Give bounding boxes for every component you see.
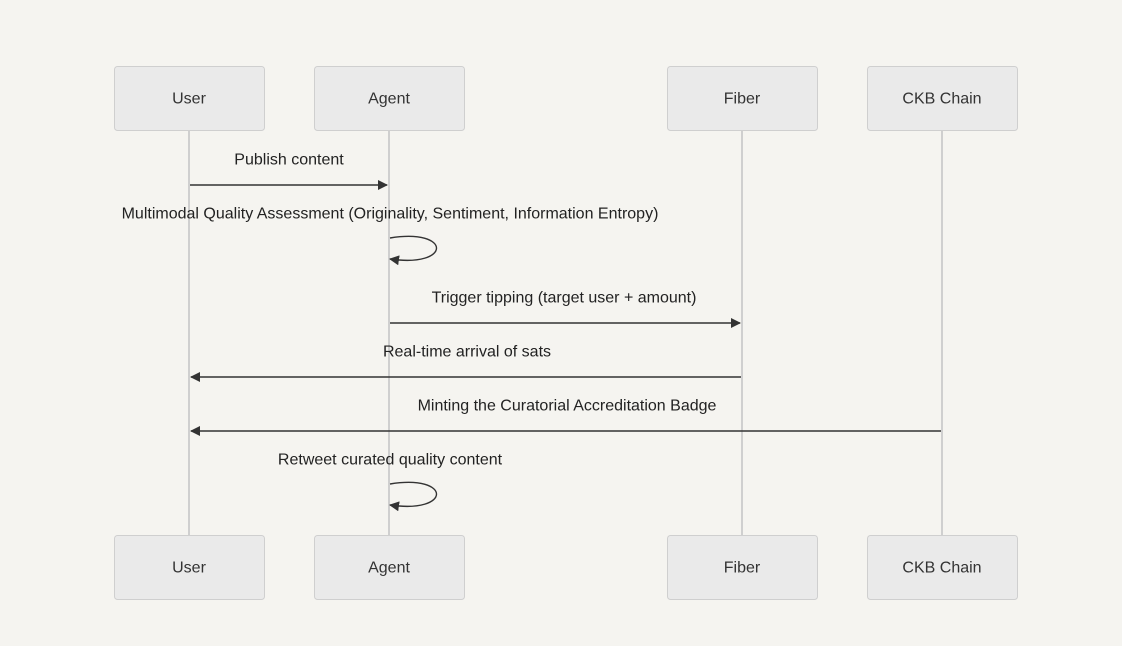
actor-label: Fiber [724, 560, 761, 577]
actor-agent-bottom: Agent [314, 535, 465, 600]
message-label: Multimodal Quality Assessment (Originali… [122, 206, 659, 223]
lifelines [188, 131, 943, 535]
actor-label: Agent [368, 91, 410, 108]
actor-label: User [172, 91, 206, 108]
actor-ckb-top: CKB Chain [867, 66, 1018, 131]
actor-agent-top: Agent [314, 66, 465, 131]
message-sats-arrival: Real-time arrival of sats [190, 344, 741, 382]
message-label: Real-time arrival of sats [383, 344, 551, 361]
message-label: Minting the Curatorial Accreditation Bad… [418, 398, 717, 415]
actor-user-bottom: User [114, 535, 265, 600]
actor-user-top: User [114, 66, 265, 131]
message-minting-badge: Minting the Curatorial Accreditation Bad… [190, 398, 941, 436]
actor-label: CKB Chain [902, 91, 981, 108]
self-message-arrow [389, 235, 437, 266]
message-label: Trigger tipping (target user + amount) [432, 290, 697, 307]
actor-label: User [172, 560, 206, 577]
message-publish-content: Publish content [190, 152, 388, 190]
actor-label: Fiber [724, 91, 761, 108]
message-label: Retweet curated quality content [278, 452, 503, 469]
actor-label: CKB Chain [902, 560, 981, 577]
message-trigger-tipping: Trigger tipping (target user + amount) [390, 290, 741, 328]
actor-label: Agent [368, 560, 410, 577]
message-label: Publish content [234, 152, 344, 169]
actor-fiber-bottom: Fiber [667, 535, 818, 600]
actor-ckb-bottom: CKB Chain [867, 535, 1018, 600]
message-retweet: Retweet curated quality content [278, 452, 503, 512]
message-quality-assessment: Multimodal Quality Assessment (Originali… [122, 206, 659, 266]
self-message-arrow [389, 481, 437, 512]
actor-fiber-top: Fiber [667, 66, 818, 131]
